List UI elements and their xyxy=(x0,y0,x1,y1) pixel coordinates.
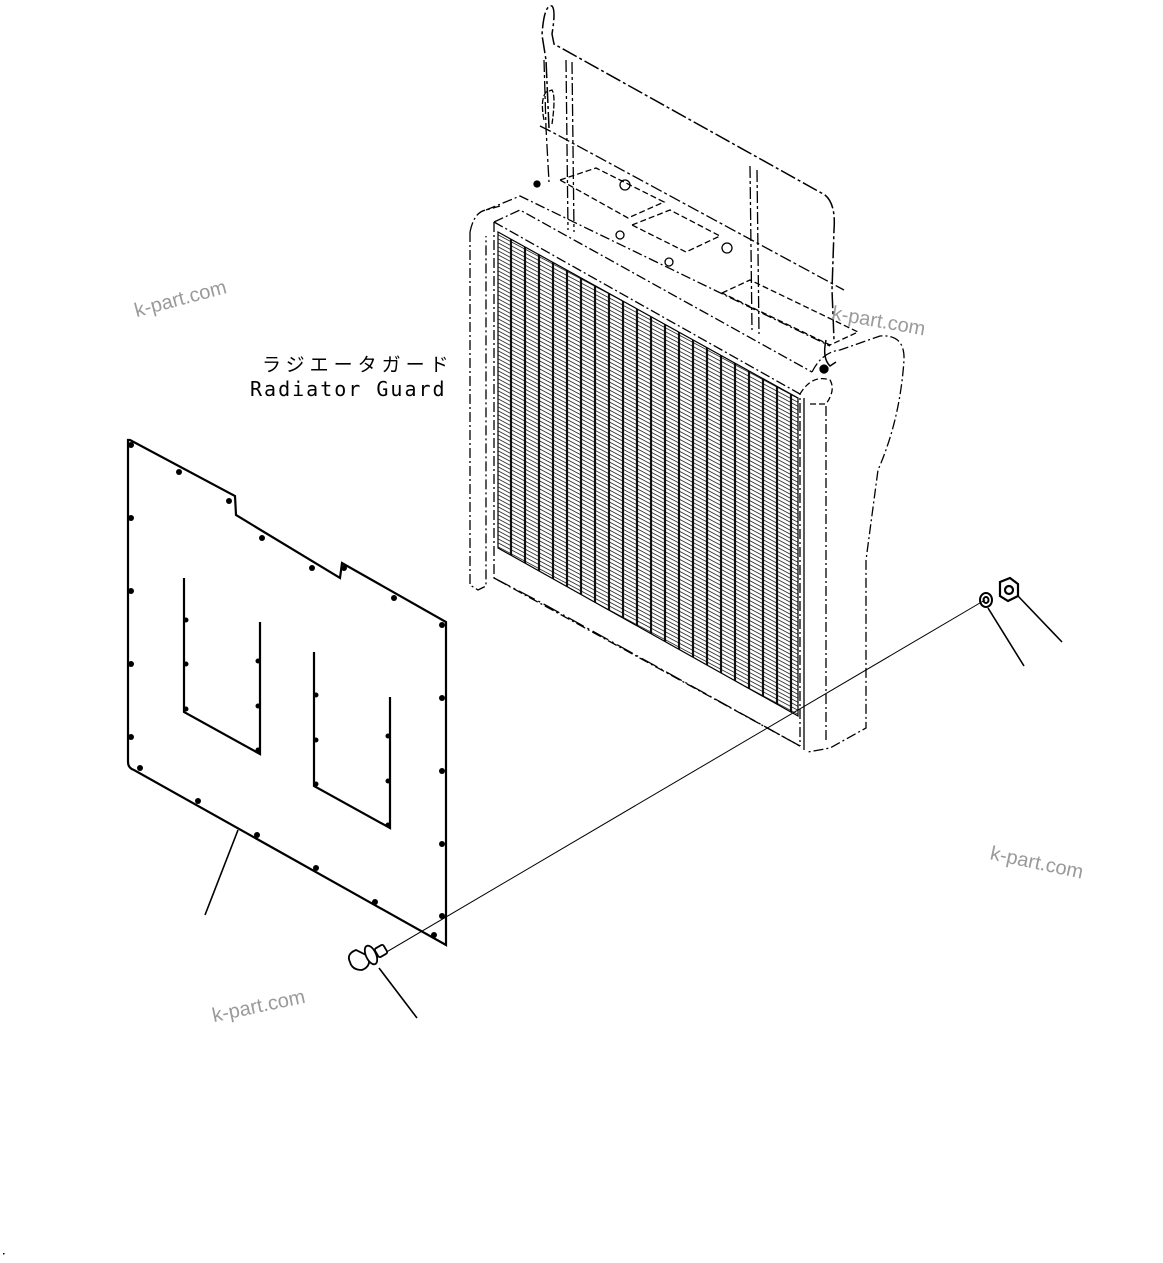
hex-nut[interactable] xyxy=(998,576,1020,603)
guard-panel[interactable] xyxy=(126,438,448,947)
corner-dot xyxy=(3,1253,5,1255)
radiator-core-mesh xyxy=(497,230,799,718)
wing-bolt[interactable] xyxy=(347,944,388,971)
panel-bolt-holes xyxy=(128,442,445,938)
radiator-assembly xyxy=(469,5,905,753)
leader-lines xyxy=(204,595,1063,1019)
title-japanese: ラジエータガード xyxy=(262,354,454,376)
title-english: Radiator Guard xyxy=(250,377,447,401)
leader-bolt xyxy=(378,967,418,1019)
leader-washer xyxy=(987,607,1025,667)
leader-nut xyxy=(1017,595,1063,643)
leader-panel xyxy=(204,829,239,916)
washer[interactable] xyxy=(979,592,993,608)
assembly-centerline xyxy=(377,599,986,958)
